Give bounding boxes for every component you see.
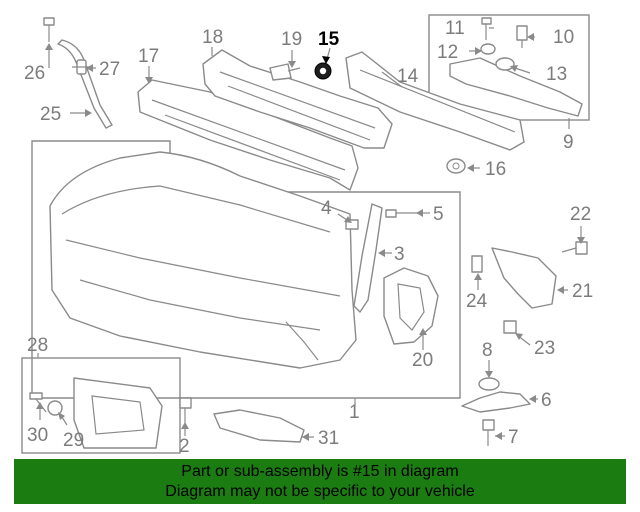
callout-6: 6	[541, 390, 552, 411]
callout-13: 13	[546, 64, 567, 85]
callout-4: 4	[321, 198, 332, 219]
part-11-screw	[481, 17, 492, 40]
callout-30: 30	[27, 425, 48, 446]
part-1-bumper-cover	[49, 151, 357, 369]
part-21-deflector	[491, 247, 557, 309]
callout-5: 5	[433, 204, 444, 225]
callout-25: 25	[40, 104, 61, 125]
callout-26: 26	[24, 63, 45, 84]
arrowheads	[36, 33, 585, 441]
callout-15: 15	[318, 29, 340, 50]
callout-1: 1	[349, 402, 360, 423]
callout-17: 17	[138, 46, 159, 67]
part-15-fastener	[314, 62, 332, 80]
callout-14: 14	[397, 66, 419, 87]
callout-labels: 1 2 3 4 5 6 7 8 9 10 11 12 13 14 15 16 1…	[24, 18, 593, 457]
callout-22: 22	[570, 204, 591, 225]
callout-27: 27	[99, 59, 120, 80]
part-26-screw	[43, 17, 55, 42]
callout-28: 28	[27, 335, 48, 356]
part-8-grommet	[478, 377, 500, 391]
part-7-bolt	[482, 419, 495, 446]
part-5-screw	[385, 209, 418, 218]
part-2-bolt	[179, 397, 192, 424]
callout-18: 18	[202, 27, 223, 48]
callout-23: 23	[534, 338, 555, 359]
callout-3: 3	[394, 244, 405, 265]
callout-7: 7	[508, 427, 519, 448]
callout-31: 31	[318, 428, 339, 449]
part-31-lower-strip	[213, 409, 305, 443]
part-12-nut	[480, 43, 496, 55]
part-20-bezel	[383, 267, 439, 345]
part-16-nut	[446, 158, 466, 174]
banner-line-2: Diagram may not be specific to your vehi…	[165, 482, 475, 500]
part-19-screw	[269, 63, 301, 81]
callout-2: 2	[179, 436, 190, 457]
callout-10: 10	[553, 27, 574, 48]
callout-11: 11	[445, 18, 465, 39]
banner-line-1: Part or sub-assembly is #15 in diagram	[181, 462, 459, 480]
callout-19: 19	[281, 29, 302, 50]
part-30-screw	[29, 392, 47, 413]
part-14-upper-bracket	[345, 51, 525, 151]
callout-24: 24	[466, 291, 488, 312]
part-3-trim-strip	[353, 203, 383, 313]
part-10-bolt	[516, 25, 528, 48]
part-6-bracket	[461, 391, 531, 413]
part-13-plug	[495, 57, 515, 71]
part-4-clip	[345, 219, 359, 230]
part-18-reinforcement	[202, 49, 393, 149]
info-banner: Part or sub-assembly is #15 in diagram D…	[14, 459, 626, 504]
callout-21: 21	[572, 281, 593, 302]
callout-29: 29	[63, 430, 84, 451]
part-29-retainer	[47, 400, 63, 416]
callout-12: 12	[437, 42, 458, 63]
part-23-clip	[503, 320, 517, 334]
callout-9: 9	[563, 132, 574, 153]
part-25-side-strip	[57, 39, 113, 129]
callout-16: 16	[485, 159, 506, 180]
callout-20: 20	[412, 350, 433, 371]
part-28-license-bracket	[73, 377, 163, 449]
parts-diagram: 1 2 3 4 5 6 7 8 9 10 11 12 13 14 15 16 1…	[21, 14, 593, 457]
callout-8: 8	[482, 340, 493, 361]
part-22-bolt	[561, 241, 588, 255]
part-24-clip	[471, 255, 483, 273]
